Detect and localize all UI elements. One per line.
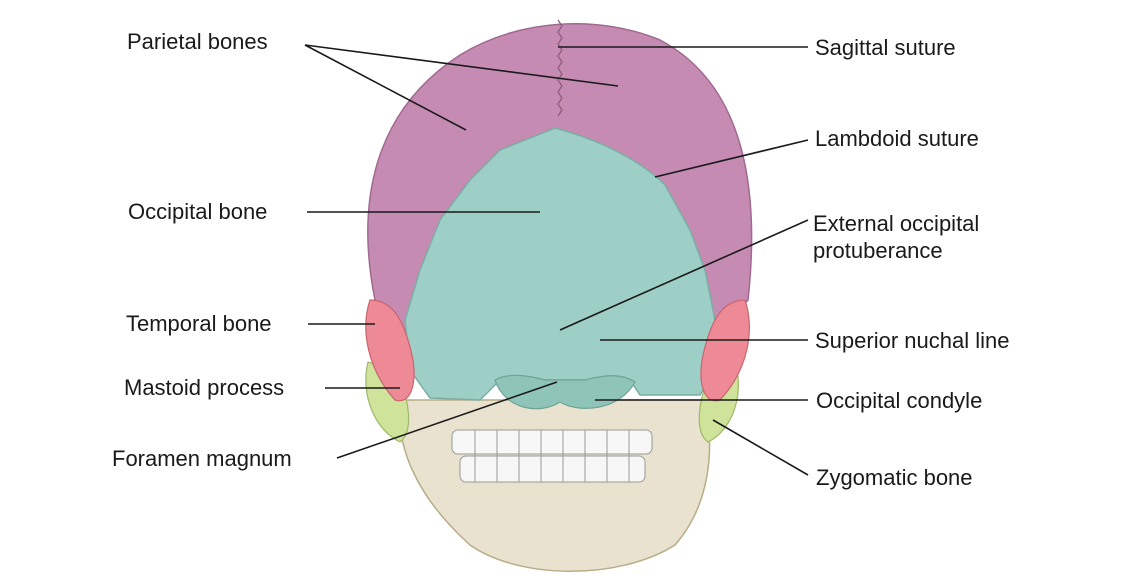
mandible (398, 399, 711, 572)
occipital-region (404, 127, 716, 401)
temporal-bone-right (700, 299, 750, 402)
leader-parietal-2 (304, 44, 619, 87)
leader-lines (304, 44, 809, 476)
label-occipital-condyle: Occipital condyle (816, 388, 983, 413)
leader-foramen-magnum (336, 381, 558, 459)
leader-lambdoid (654, 139, 809, 178)
leader-external-occipital (559, 219, 809, 331)
label-sagittal-suture: Sagittal suture (815, 35, 956, 60)
label-superior-nuchal-line: Superior nuchal line (815, 328, 1010, 353)
leader-zygomatic (712, 419, 809, 476)
label-occipital-bone: Occipital bone (128, 199, 268, 224)
sagittal-suture (557, 19, 563, 117)
label-external-occipital-line1: External occipital (813, 211, 980, 236)
temporal-bone-left (365, 299, 415, 402)
label-mastoid-process: Mastoid process (124, 375, 285, 400)
label-parietal-bones: Parietal bones (127, 29, 268, 54)
label-temporal-bone: Temporal bone (126, 311, 272, 336)
label-lambdoid-suture: Lambdoid suture (815, 126, 979, 151)
label-external-occipital-line2: protuberance (813, 238, 943, 263)
label-foramen-magnum: Foramen magnum (112, 446, 292, 471)
teeth (451, 429, 653, 483)
label-zygomatic-bone: Zygomatic bone (816, 465, 973, 490)
leader-parietal-1 (304, 44, 467, 131)
